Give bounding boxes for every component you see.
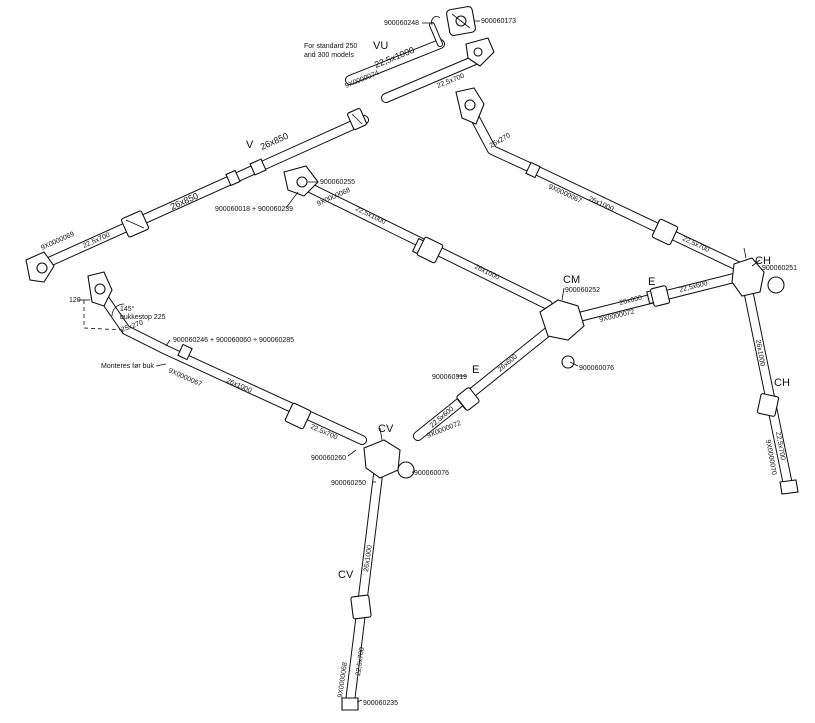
note-standard-models-2: and 300 models [304,52,354,59]
pn-900060076-cv: 900060076 [414,470,449,477]
dim-cv-lower: 22,5x700 [355,647,366,677]
dim-v-lower: 26x850 [169,191,200,212]
dim-right-bend: 25x270 [489,132,512,150]
clamp-right [651,218,679,246]
foot-plate-cv [341,697,359,711]
clamp-left [284,402,312,430]
clamp-e-lower [456,387,480,411]
pn-9x0000067-left: 9X0000067 [167,367,203,388]
dim-v-upper: 26x850 [259,131,290,152]
pn-900060173: 900060173 [481,18,516,25]
clamp-cv-leg [350,594,372,620]
pn-900060248: 900060248 [384,20,419,27]
note-height: 120 [69,297,81,304]
clamp-v-lower [120,210,150,238]
wall-bracket-vu [446,6,476,36]
dim-cv-upper: 26x1000 [363,545,374,573]
pn-900060252: 900060252 [565,287,600,294]
clamp-ch-leg [756,393,780,417]
middle-connector-cm [539,287,585,369]
tube-vu-main [345,39,445,85]
pn-9x0000068-cv: 9X0000068 [337,662,349,699]
tube-vu-lower [381,53,485,103]
wall-bracket-v [25,251,55,283]
pn-900060076-center: 900060076 [579,365,614,372]
pn-900060250: 900060250 [331,480,366,487]
note-monteres: Monteres før buk [101,363,154,370]
dim-ch-lower: 22,5x700 [774,431,786,461]
wall-bracket-vu-lower [465,37,495,67]
wall-bracket-right [455,87,485,125]
pn-900060319: 900060319 [432,374,467,381]
note-bukkestop: bukkestop 225 [120,314,166,321]
wall-bracket-left [87,271,113,307]
corner-connector-ch [731,247,785,297]
label-e-lower: E [472,364,479,376]
label-ch-side: CH [774,377,790,389]
dim-ch-upper: 26x1000 [754,339,766,367]
clamp-middle [416,236,444,264]
pn-900060255: 900060255 [320,179,355,186]
pn-900060018-239: 900060018 + 900060239 [215,206,293,213]
label-cm: CM [563,274,580,286]
label-cv-top: CV [378,423,394,435]
pn-900060260: 900060260 [311,455,346,462]
tube-cv-leg [345,470,383,707]
tube-left-rafter [92,283,367,445]
clamp-e-upper [649,285,671,307]
tube-ch-leg [743,285,793,490]
label-ch-top: CH [755,255,771,267]
pn-900060246-combo: 900060246 + 900060060 + 900060285 [173,337,294,344]
tube-vu-connector [429,22,443,47]
clamp-v-upper [347,108,367,130]
label-vu: VU [373,40,388,52]
note-angle: 145° [120,305,135,313]
corner-connector-cv [363,427,415,479]
pn-900060235: 900060235 [363,700,398,707]
tube-v-front [35,115,369,271]
tube-right-rafter [463,100,747,273]
label-v: V [246,139,254,151]
leader-lines [155,20,761,703]
label-e-upper: E [648,276,655,288]
label-cv-side: CV [338,569,354,581]
pn-900060251: 900060251 [762,265,797,272]
note-standard-models-1: For standard 250 [304,43,357,50]
foot-plate-ch [779,479,799,495]
wall-bracket-middle [283,165,319,197]
tube-e-lower [413,325,555,441]
bukkestop-bracket [78,299,125,331]
